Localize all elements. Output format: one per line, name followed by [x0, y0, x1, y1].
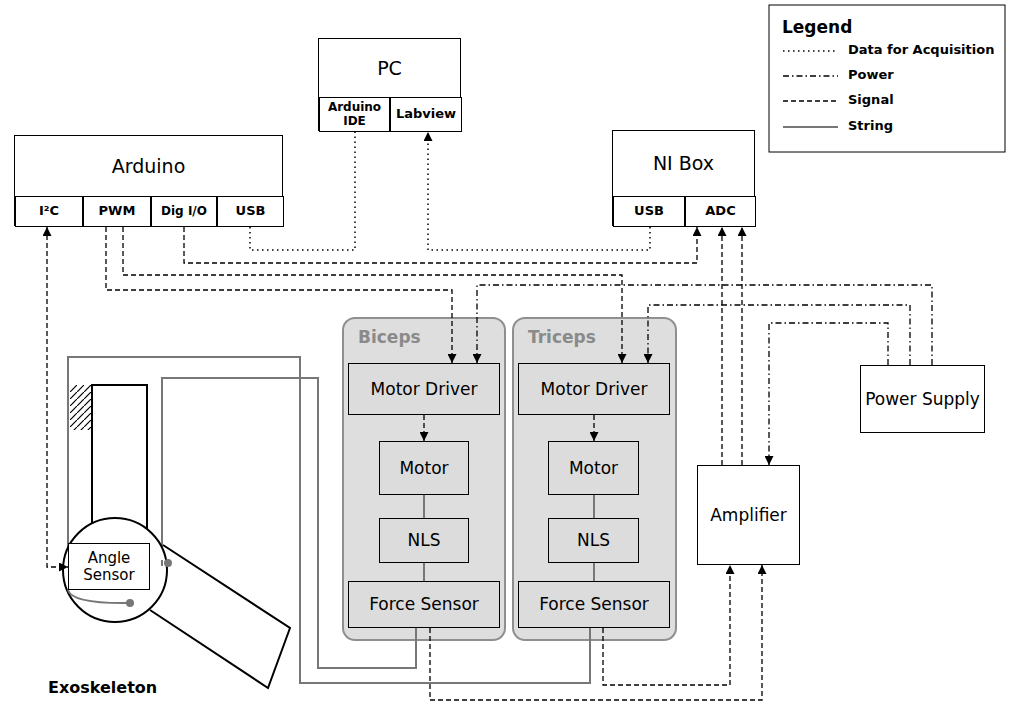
component-box: Motor: [379, 441, 469, 495]
port-cell: PWM: [83, 196, 151, 227]
box-label: Force Sensor: [365, 595, 483, 614]
title-area: NI Box: [613, 131, 754, 196]
group-heading: Triceps: [524, 328, 600, 347]
muscle-group: TricepsMotor DriverMotorNLS Force Sensor: [513, 318, 676, 640]
component-box: Angle Sensor: [68, 543, 150, 590]
port-cell: Arduino IDE: [319, 97, 390, 132]
string-line: [68, 357, 590, 683]
string-connector: [593, 563, 595, 581]
title-area: Arduino: [15, 136, 282, 196]
port-label: I²C: [37, 204, 61, 218]
box-label: Motor Driver: [367, 380, 482, 399]
signal-connector: [648, 305, 910, 365]
signal-connector: [184, 227, 697, 263]
component-box: Motor Driver: [348, 363, 500, 415]
legend-sample: [783, 100, 838, 101]
legend-title: Legend: [782, 17, 852, 37]
component-box: Amplifier: [697, 465, 800, 565]
legend-frame: [769, 5, 1005, 152]
box-label: Arduino: [108, 156, 190, 177]
port-label: PWM: [97, 204, 138, 218]
string-anchor: [126, 599, 134, 607]
legend-sample: [783, 126, 838, 128]
port-cell: Dig I/O: [151, 196, 217, 227]
box-label: Motor: [565, 459, 622, 478]
device-box: NI BoxUSB ADC: [612, 130, 755, 226]
group-outline: [343, 318, 505, 640]
forearm-link: [150, 545, 290, 688]
title-area: PC: [319, 39, 460, 97]
group-outline: [513, 318, 676, 640]
elbow-joint: [63, 518, 167, 622]
component-box: Motor: [548, 441, 639, 495]
port-label: USB: [234, 204, 268, 218]
box-label: Angle Sensor: [69, 550, 149, 583]
legend-sample: [783, 50, 838, 52]
port-cell: USB: [613, 196, 685, 227]
string-connector: [593, 495, 595, 518]
port-label: Labview: [394, 107, 458, 121]
signal-connector: [47, 227, 68, 567]
box-label: Power Supply: [861, 390, 984, 409]
legend-sample: [783, 75, 838, 76]
string-line: [161, 560, 163, 566]
device-box: ArduinoI²C PWM Dig I/O USB: [14, 135, 283, 226]
port-label: Arduino IDE: [320, 101, 389, 127]
legend-entry: String: [848, 118, 893, 133]
component-box: NLS: [548, 518, 639, 563]
port-cell: I²C: [15, 196, 83, 227]
box-label: Motor Driver: [537, 380, 652, 399]
component-box: Force Sensor: [348, 581, 500, 628]
box-label: PC: [373, 58, 406, 79]
string-line: [68, 590, 130, 603]
port-label: Dig I/O: [159, 205, 209, 218]
component-box: Motor Driver: [518, 363, 670, 415]
string-anchor: [164, 559, 172, 567]
signal-connector: [721, 227, 722, 465]
signal-connector: [741, 227, 742, 465]
legend-entry: Data for Acquisition: [848, 42, 994, 57]
box-label: Amplifier: [706, 506, 791, 525]
port-label: ADC: [703, 204, 737, 218]
device-box: PC Arduino IDE Labview: [318, 38, 461, 131]
hatching: [70, 385, 92, 430]
port-cell: Labview: [390, 97, 462, 132]
group-heading: Biceps: [354, 328, 425, 347]
port-label: USB: [632, 204, 666, 218]
box-label: NLS: [573, 531, 614, 550]
legend-entry: Signal: [848, 92, 894, 107]
component-box: Power Supply: [860, 365, 985, 433]
signal-connector: [106, 227, 452, 363]
signal-connector: [423, 415, 424, 441]
figure-label: Exoskeleton: [48, 678, 157, 697]
box-label: Force Sensor: [535, 595, 653, 614]
box-label: NI Box: [649, 153, 718, 174]
component-box: NLS: [379, 518, 469, 563]
signal-connector: [477, 285, 932, 365]
muscle-group: BicepsMotor DriverMotorNLS Force Sensor: [343, 318, 505, 640]
box-label: Motor: [395, 459, 452, 478]
legend-entry: Power: [848, 67, 894, 82]
port-cell: USB: [217, 196, 284, 227]
string-connector: [423, 495, 425, 518]
box-label: NLS: [404, 531, 445, 550]
port-cell: ADC: [685, 196, 756, 227]
component-box: Force Sensor: [518, 581, 670, 628]
string-connector: [423, 563, 425, 581]
signal-connector: [123, 227, 622, 363]
signal-connector: [593, 415, 594, 441]
